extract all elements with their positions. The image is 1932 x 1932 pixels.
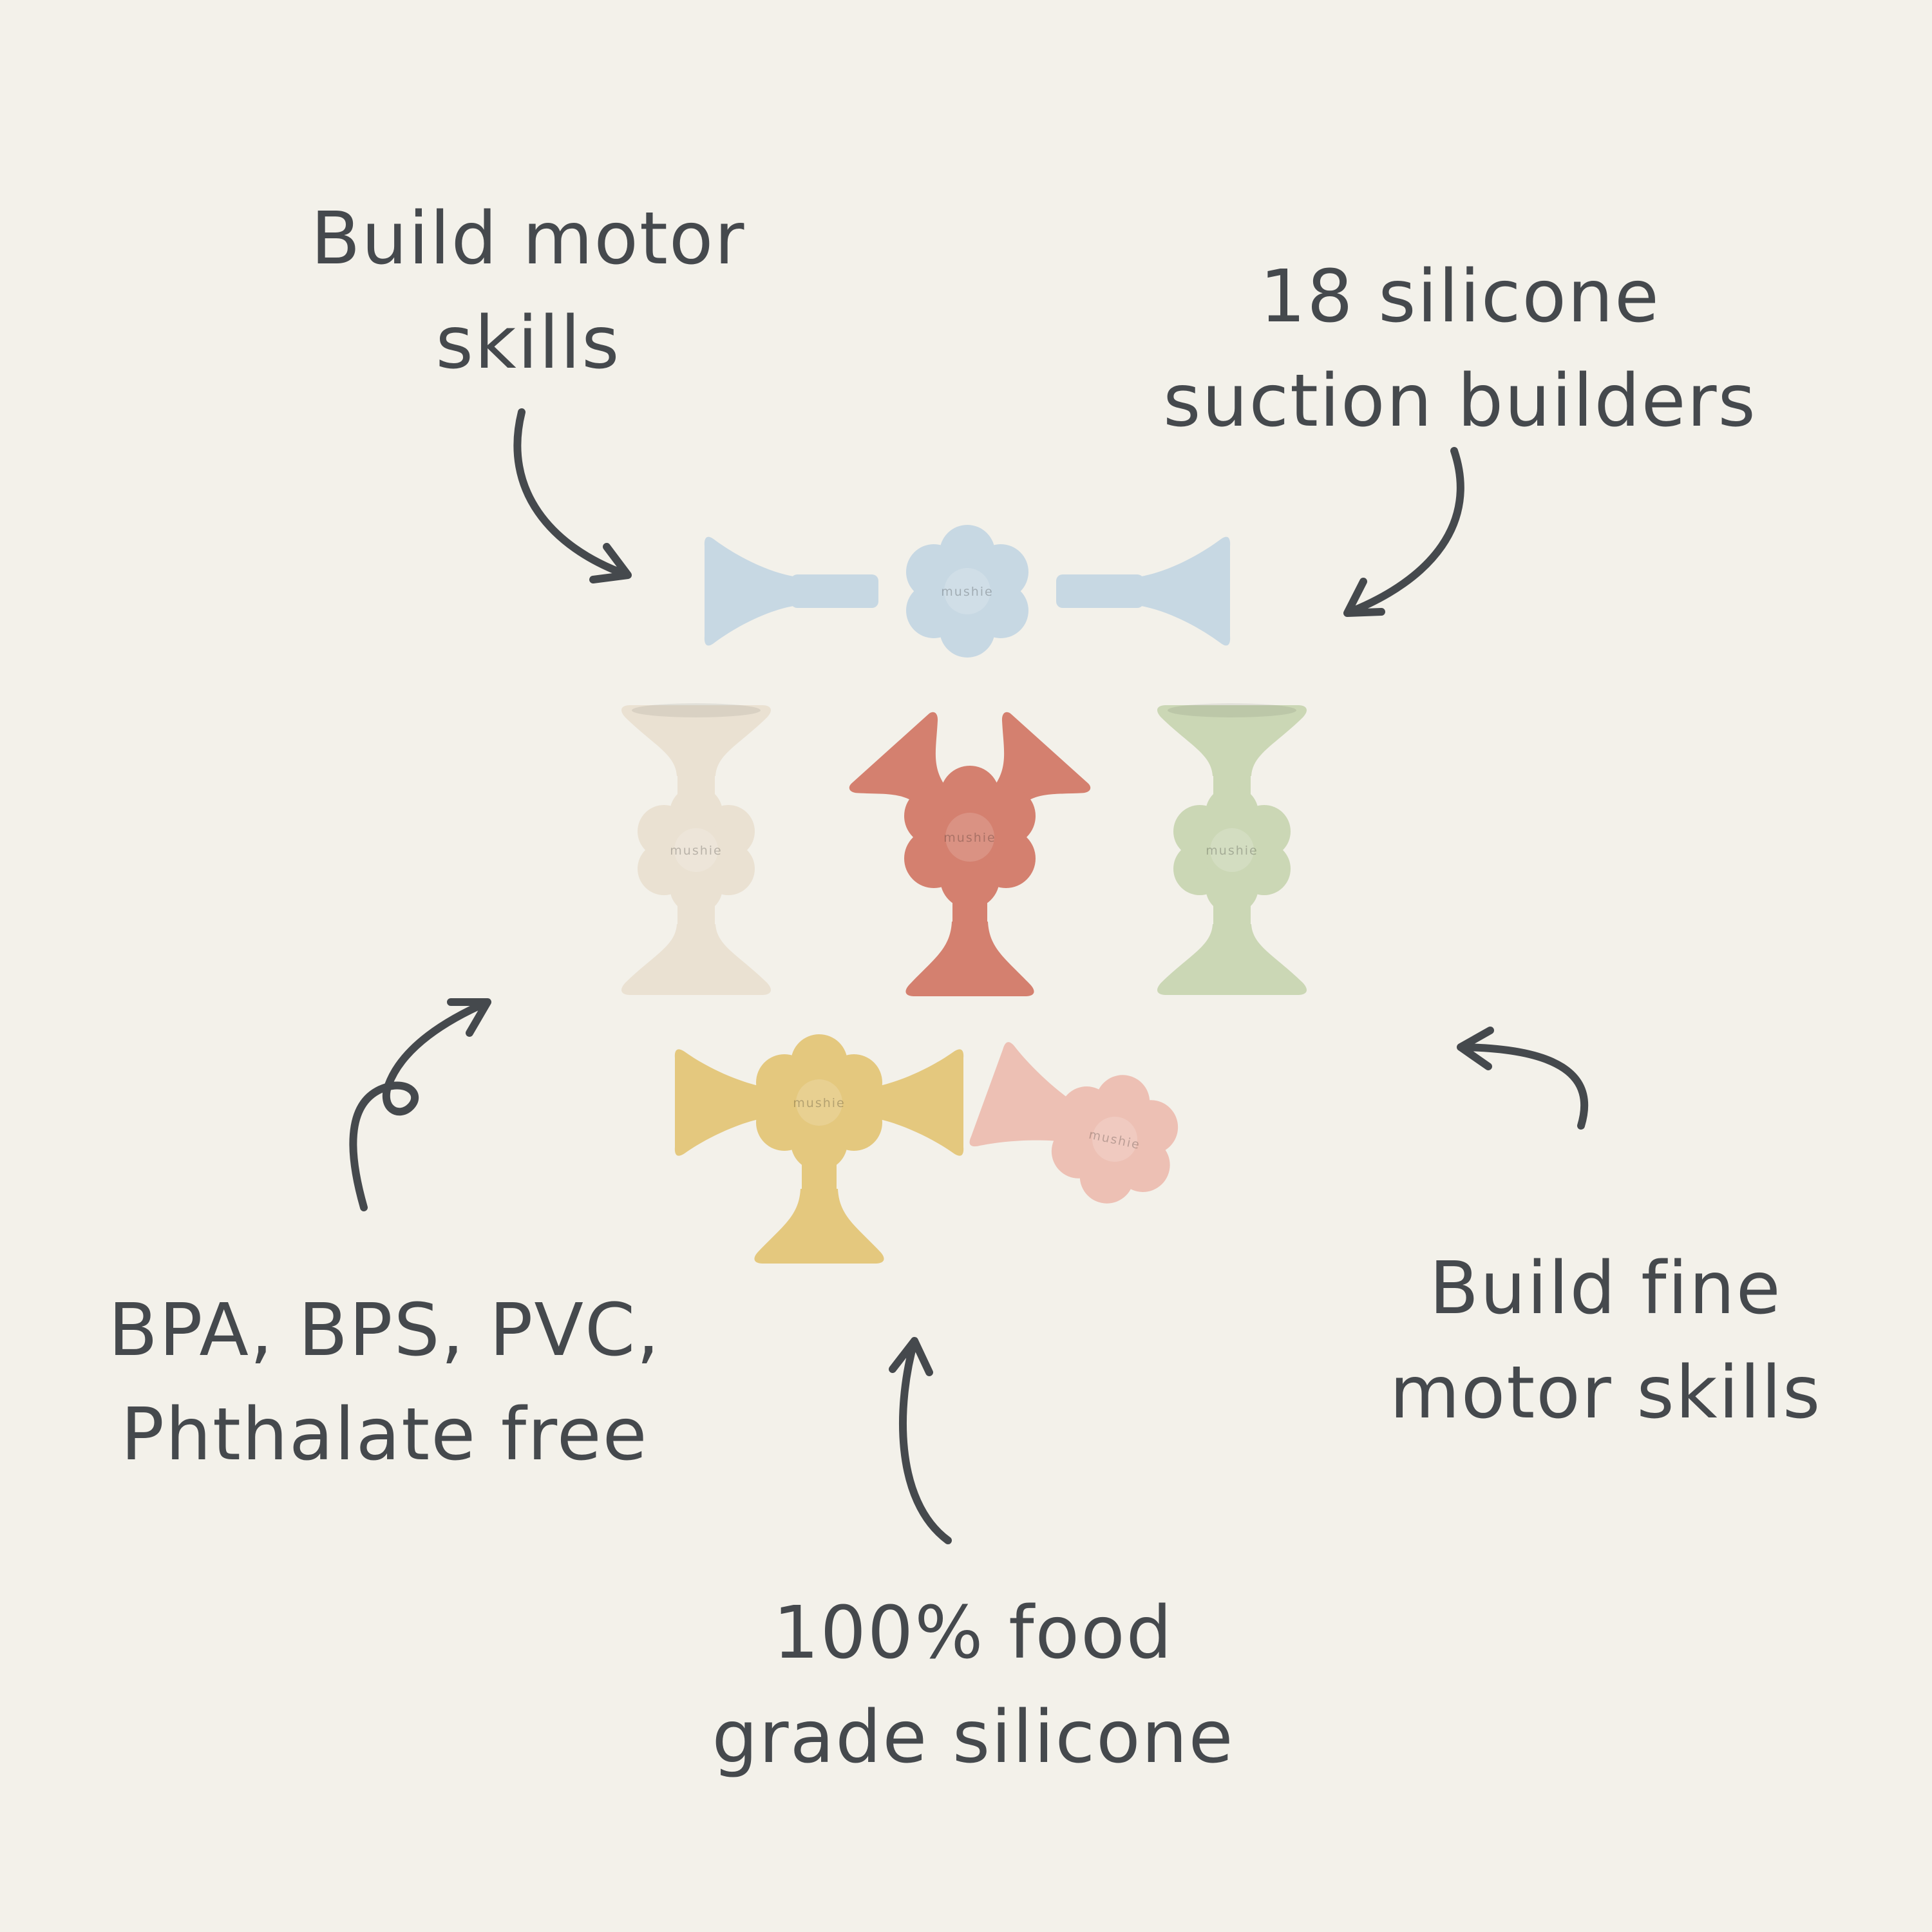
flower-center-highlight: [1210, 828, 1254, 872]
flower: mushie: [904, 766, 1036, 909]
flower: mushie: [756, 1034, 882, 1171]
arrow-fine-motor: [1457, 1027, 1589, 1130]
label-line: BPA, BPS, PVC,: [108, 1289, 661, 1372]
flower: mushie: [906, 525, 1028, 658]
flower-center-highlight: [796, 1079, 842, 1126]
flower-center-highlight: [945, 813, 994, 862]
toy-terracotta-builder: mushie: [847, 710, 1093, 996]
label-line: motor skills: [1389, 1351, 1822, 1435]
label-line: 100% food: [773, 1591, 1173, 1675]
label-line: suction builders: [1163, 359, 1757, 444]
label-build-motor-skills: Build motor skills: [206, 187, 850, 396]
toy-pink-builder: mushie: [969, 1042, 1179, 1204]
brand-text: mushie: [793, 1096, 845, 1110]
toy-blue-bar-builder: mushie: [704, 525, 1231, 658]
arrow-suction-builders: [1343, 447, 1464, 617]
flower: mushie: [1051, 1075, 1179, 1204]
toy-pink-body: mushie: [969, 1042, 1179, 1204]
suction-cup-bottom: [754, 1189, 884, 1264]
arrow-build-motor: [513, 408, 632, 583]
toy-sage-body: mushie: [1157, 703, 1307, 995]
label-bpa-free: BPA, BPS, PVC, Phthalate free: [62, 1278, 706, 1488]
flower: mushie: [1173, 786, 1291, 914]
label-line: Phthalate free: [120, 1393, 649, 1477]
label-line: skills: [435, 301, 621, 386]
suction-cup-right: [874, 1049, 964, 1156]
toy-sage-spool-builder: mushie: [1157, 703, 1307, 995]
label-build-fine-motor-skills: Build fine motor skills: [1283, 1236, 1927, 1446]
suction-cup-top: [621, 705, 771, 776]
suction-cup-top: [1157, 705, 1307, 776]
toy-terracotta-body: mushie: [847, 710, 1093, 996]
suction-cup-left: [969, 1042, 1085, 1147]
brand-text: mushie: [943, 831, 996, 845]
label-food-grade-silicone: 100% food grade silicone: [651, 1581, 1295, 1790]
toy-yellow-builder: mushie: [674, 1034, 964, 1264]
arrow-food-grade: [889, 1337, 952, 1544]
suction-cup-bottom: [1157, 924, 1307, 995]
stem-left: [791, 574, 878, 608]
flower-center-highlight: [944, 568, 990, 614]
suction-cup-bottom: [905, 922, 1034, 996]
toy-yellow-body: mushie: [674, 1034, 964, 1264]
suction-cup-right: [1141, 536, 1231, 646]
label-line: 18 silicone: [1260, 255, 1660, 339]
toy-blue-body: mushie: [704, 525, 1231, 658]
arrow-bpa-free: [349, 998, 491, 1211]
brand-text: mushie: [1206, 844, 1258, 858]
toy-cream-spool-builder: mushie: [621, 703, 771, 995]
flower-center-highlight: [674, 828, 718, 872]
brand-text: mushie: [670, 844, 722, 858]
flower-center-highlight: [1092, 1117, 1137, 1162]
flower: mushie: [638, 786, 755, 914]
label-silicone-suction-builders: 18 silicone suction builders: [1106, 245, 1814, 454]
suction-cup-left: [704, 536, 793, 646]
suction-cup-left: [674, 1049, 764, 1156]
toy-cream-body: mushie: [621, 703, 771, 995]
label-line: Build motor: [310, 197, 746, 281]
stem-right: [1056, 574, 1144, 608]
cup-rim: [632, 703, 761, 717]
cup-rim: [1168, 703, 1296, 717]
label-line: Build fine: [1429, 1247, 1782, 1331]
suction-cup-bottom: [621, 924, 771, 995]
label-line: grade silicone: [712, 1696, 1235, 1780]
brand-text: mushie: [941, 585, 993, 599]
